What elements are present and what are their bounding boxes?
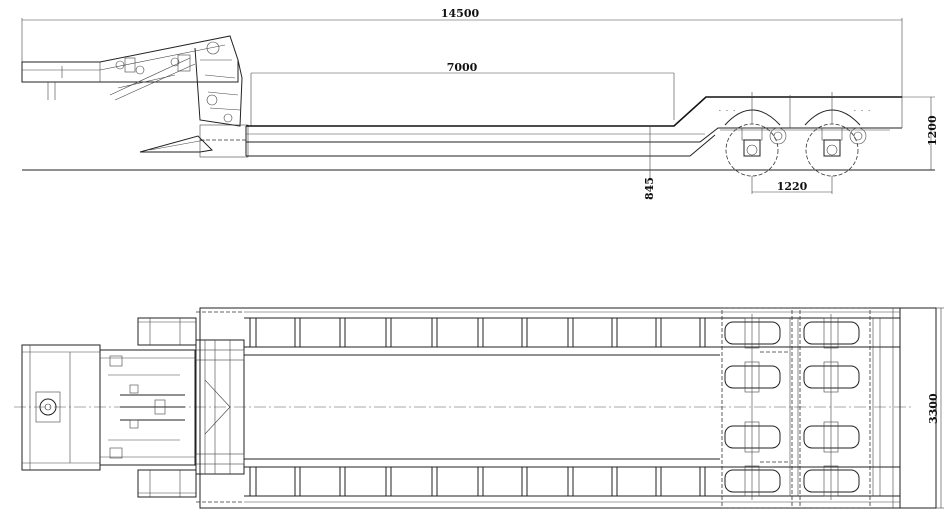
gooseneck-top <box>21 344 196 471</box>
cross-member <box>521 318 528 496</box>
cross-member <box>385 318 392 496</box>
cross-member <box>611 318 618 496</box>
rear-height-label: 1200 <box>926 115 939 146</box>
cross-member <box>477 318 484 496</box>
deck-length-label: 7000 <box>447 61 478 74</box>
rear-bogie-top <box>720 307 900 509</box>
cross-members <box>249 318 706 496</box>
svg-text:- - -: - - - <box>853 107 871 114</box>
overall-length-label: 14500 <box>441 7 480 20</box>
gooseneck <box>21 35 249 158</box>
cross-member <box>294 318 301 496</box>
ramps-top <box>137 317 197 498</box>
cross-member <box>655 318 662 496</box>
cross-member <box>339 318 346 496</box>
rear-bogie: - - - - - - <box>718 92 890 177</box>
cross-member <box>249 318 257 496</box>
cross-member <box>431 318 438 496</box>
axle-1-wheel <box>725 123 779 177</box>
svg-text:- - -: - - - <box>718 107 736 114</box>
axle-spacing-label: 1220 <box>777 180 808 193</box>
deck-height-label: 845 <box>643 177 656 200</box>
king-pin <box>39 398 57 416</box>
cross-member <box>699 318 706 496</box>
platform-top <box>199 307 937 509</box>
overall-width-label: 3300 <box>927 393 940 424</box>
wheel-set <box>803 314 860 500</box>
axle-2-wheel <box>805 123 859 177</box>
lowbed-deck <box>245 96 935 157</box>
cross-member <box>567 318 574 496</box>
top-view: 3300 <box>14 307 944 509</box>
wheel-set <box>724 314 781 500</box>
side-view: 14500 <box>21 7 939 200</box>
